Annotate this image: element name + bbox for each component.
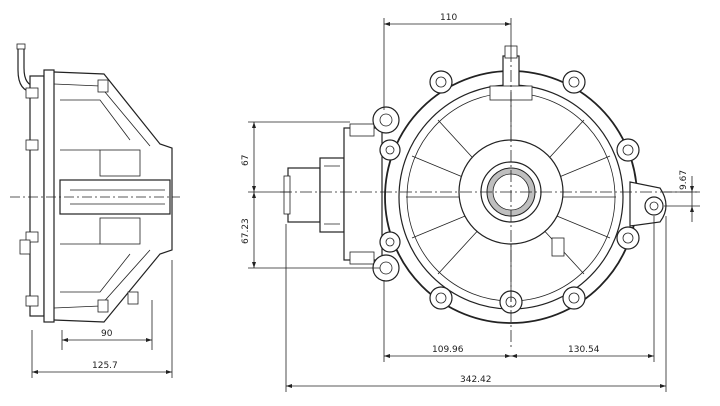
side-housing (53, 71, 173, 323)
side-view (10, 43, 180, 323)
dim-side-overall: 125.7 (92, 361, 118, 371)
dim-ear-offset: 9.67 (679, 170, 689, 190)
mounting-lugs (372, 70, 640, 314)
front-dimensions: 110 67 67.23 9.67 109.96 130.54 342.42 (241, 13, 700, 392)
side-flange (29, 75, 45, 317)
dim-upper-half: 67 (241, 155, 251, 166)
dim-lower-half: 67.23 (241, 218, 251, 244)
front-view (248, 45, 700, 350)
dim-top-offset: 110 (440, 13, 457, 23)
dim-overall-length: 342.42 (460, 375, 492, 385)
input-housing (343, 127, 383, 261)
input-collar (319, 157, 345, 233)
input-shaft (287, 167, 321, 223)
dim-center-to-right: 130.54 (568, 345, 600, 355)
dim-left-to-center: 109.96 (432, 345, 464, 355)
dim-side-width: 90 (101, 329, 113, 339)
side-dimensions: 90 125.7 (31, 260, 173, 378)
